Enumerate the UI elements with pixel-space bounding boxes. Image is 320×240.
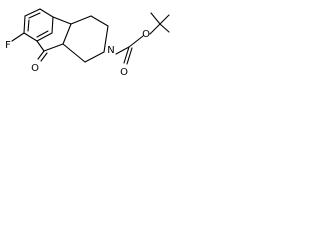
bond-benzene-c4-c5 xyxy=(36,32,53,42)
bond-indanone-c1-c2 xyxy=(52,16,72,25)
bond-indanone-c4-c5 xyxy=(36,40,45,52)
bond-benzene-c2-c3 xyxy=(39,8,54,18)
bond-benzene-inner-1 xyxy=(28,12,41,19)
bond-benzene-c1-c2 xyxy=(24,8,41,17)
bond-tert-butyl-1 xyxy=(159,14,170,25)
bond-indanone-c3-c4 xyxy=(43,43,64,52)
bond-oxygen-tert-butyl xyxy=(149,23,161,35)
nitrogen-label: N xyxy=(107,45,114,56)
bond-carbamate-oxygen xyxy=(128,35,144,48)
bond-ketone-1 xyxy=(37,50,45,60)
bond-carbonyl-double-2 xyxy=(126,47,133,65)
bond-n-carbonyl xyxy=(115,46,130,55)
bond-piperidine-3 xyxy=(103,25,109,53)
molecule-diagram: F O N O O xyxy=(0,0,170,91)
bond-tert-butyl-2 xyxy=(150,12,161,25)
bond-benzene-c3-c4 xyxy=(51,16,54,34)
bond-ketone-2 xyxy=(40,52,48,62)
bond-indanone-c2-c3 xyxy=(62,23,72,45)
bond-fluorine xyxy=(11,32,25,42)
ketone-oxygen-label: O xyxy=(31,63,39,74)
bond-piperidine-1 xyxy=(70,15,92,25)
molecule-structure: F O N O O xyxy=(5,8,170,78)
ester-oxygen-label: O xyxy=(142,29,150,40)
carbonyl-oxygen-label: O xyxy=(120,67,128,78)
bond-piperidine-2 xyxy=(90,15,109,27)
fluorine-label: F xyxy=(5,40,11,51)
bond-piperidine-4 xyxy=(84,51,105,63)
bond-benzene-inner-3 xyxy=(27,19,30,32)
bond-benzene-inner-2 xyxy=(36,30,49,38)
bond-carbonyl-double-1 xyxy=(123,46,130,64)
bond-piperidine-5 xyxy=(62,43,86,63)
bond-tert-butyl-3 xyxy=(159,23,170,33)
bond-benzene-c5-c6 xyxy=(23,32,38,42)
bond-benzene-c6-c1 xyxy=(23,15,26,34)
